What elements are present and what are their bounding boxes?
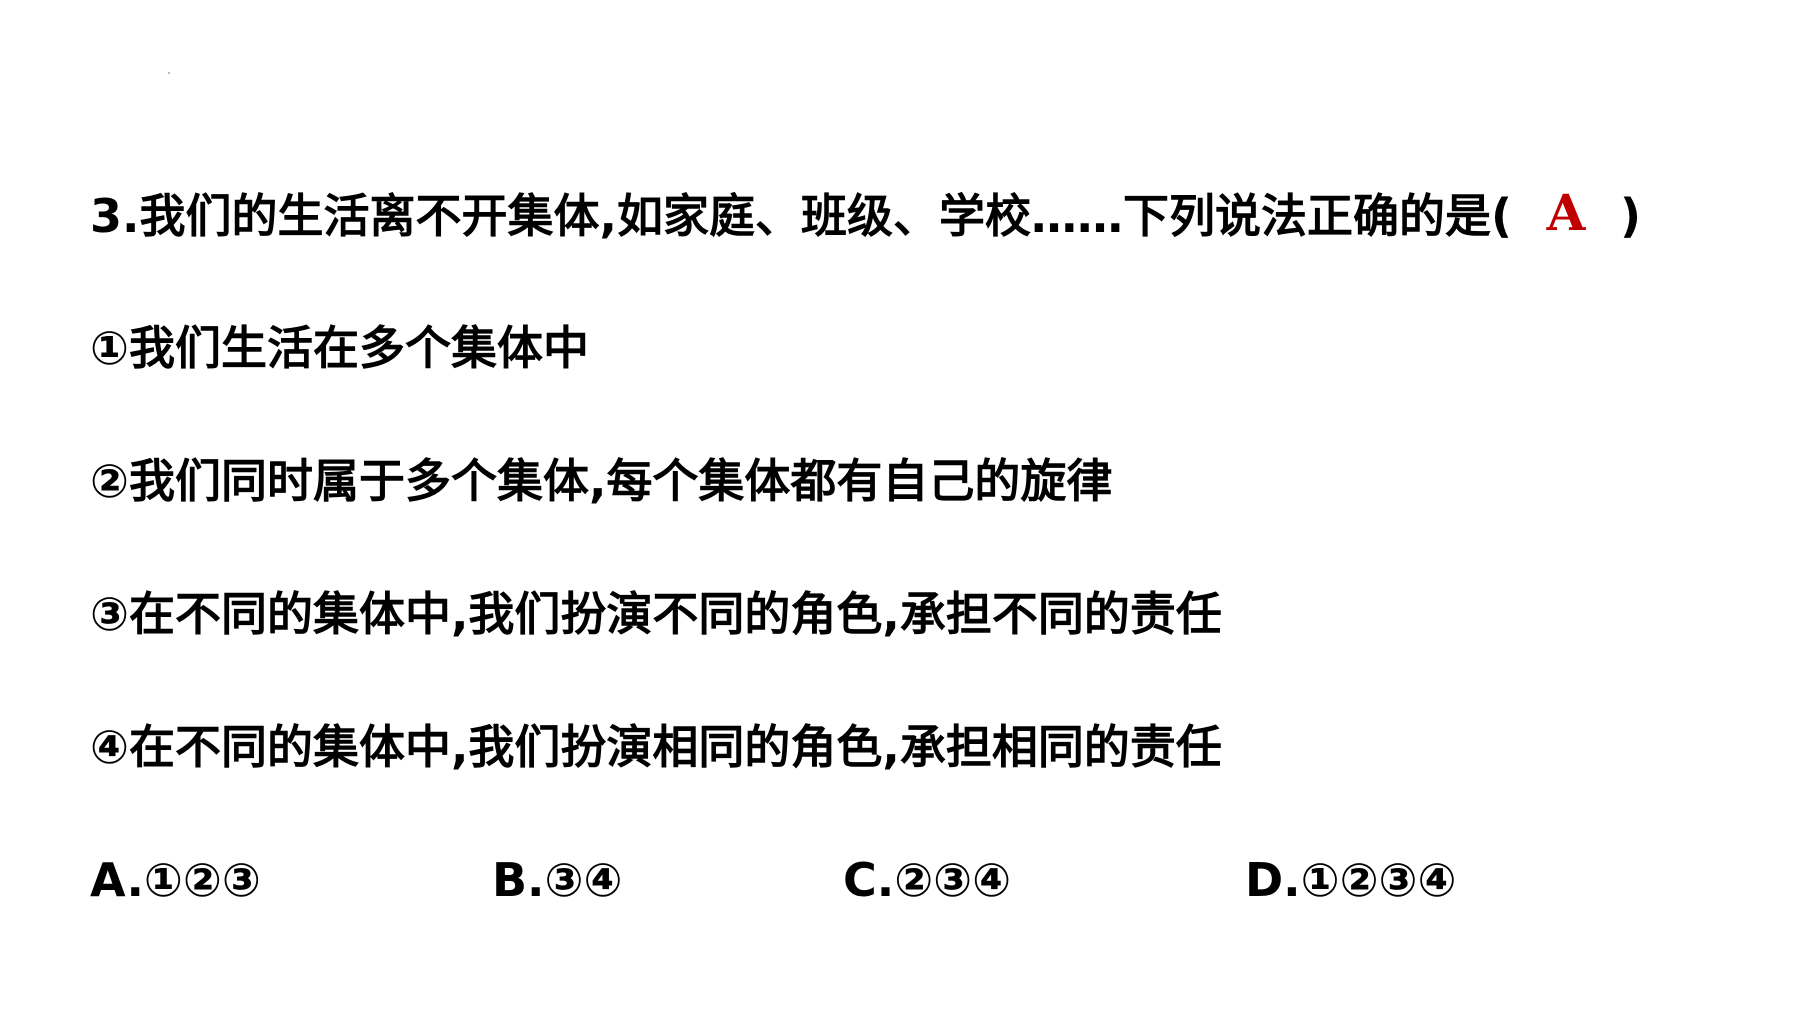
choice-b: B.③④ bbox=[492, 853, 623, 907]
statement-1: ①我们生活在多个集体中 bbox=[90, 321, 589, 375]
question-stem-text: 3.我们的生活离不开集体,如家庭、班级、学校……下列说法正确的是( bbox=[90, 189, 1512, 243]
statement-3: ③在不同的集体中,我们扮演不同的角色,承担不同的责任 bbox=[90, 587, 1222, 641]
choice-c: C.②③④ bbox=[843, 853, 1012, 907]
question-stem-close: ) bbox=[1619, 189, 1642, 243]
statement-2: ②我们同时属于多个集体,每个集体都有自己的旋律 bbox=[90, 454, 1113, 508]
choice-a: A.①②③ bbox=[90, 853, 261, 907]
question-stem: 3.我们的生活离不开集体,如家庭、班级、学校……下列说法正确的是( A) bbox=[90, 183, 1642, 246]
statement-4: ④在不同的集体中,我们扮演相同的角色,承担相同的责任 bbox=[90, 720, 1222, 774]
answer-letter: A bbox=[1546, 183, 1586, 242]
answer-blank: A bbox=[1512, 183, 1620, 246]
choice-d: D.①②③④ bbox=[1245, 853, 1457, 907]
decorative-dot bbox=[168, 72, 170, 74]
answer-choices: A.①②③ B.③④ C.②③④ D.①②③④ bbox=[0, 850, 1800, 914]
